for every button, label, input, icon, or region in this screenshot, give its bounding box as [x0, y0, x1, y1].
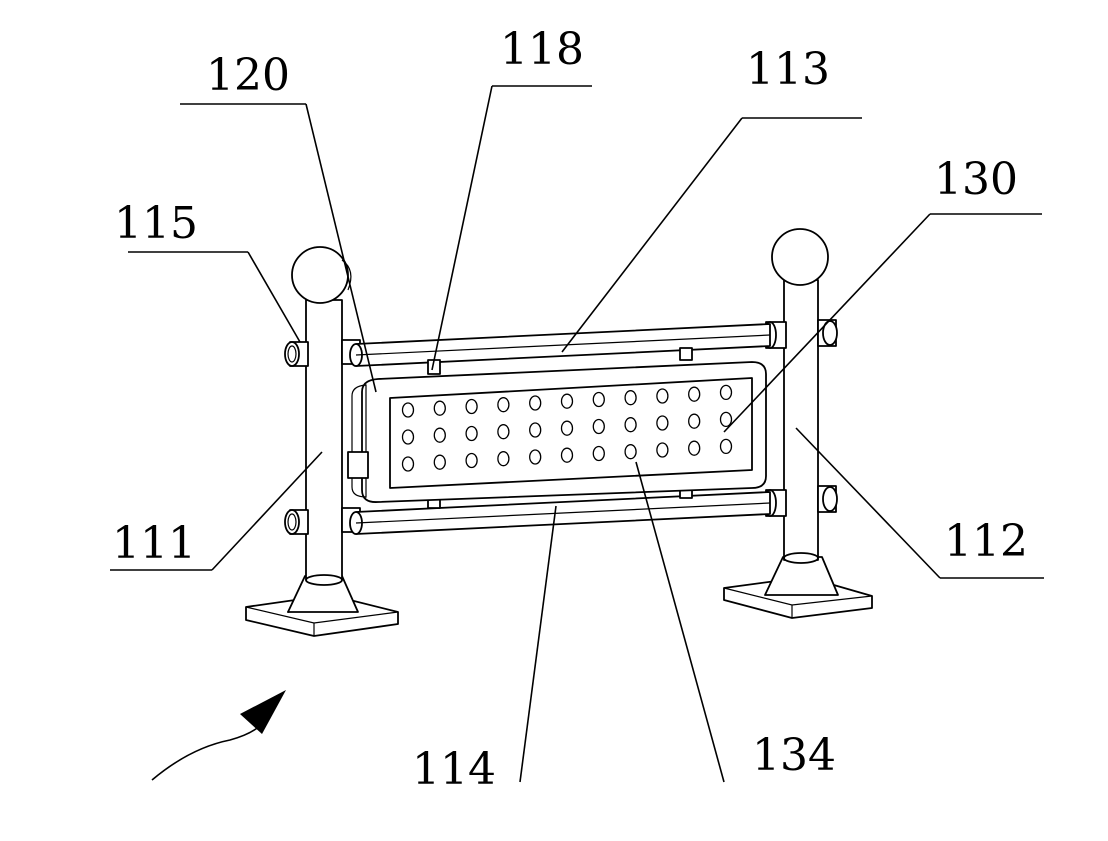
panel-hole — [465, 452, 478, 469]
reference-labels: 120 118 113 115 130 111 112 114 134 — [112, 24, 1028, 795]
panel-hole — [529, 395, 542, 411]
panel-hole — [560, 393, 574, 409]
label-134: 134 — [752, 730, 836, 781]
panel-hole — [433, 400, 446, 416]
label-130: 130 — [934, 154, 1018, 205]
panel-hole — [529, 449, 542, 465]
label-120: 120 — [206, 50, 290, 101]
panel-hole — [719, 438, 733, 455]
panel-hole — [465, 425, 478, 442]
panel-hole — [656, 415, 669, 431]
lower-rail — [349, 485, 771, 535]
left-post — [284, 246, 361, 586]
panel-holes — [401, 384, 733, 472]
panel-hole — [401, 429, 415, 445]
leader-lines — [110, 85, 1044, 783]
panel-hole — [497, 424, 510, 440]
label-115: 115 — [114, 198, 198, 249]
right-base — [723, 556, 873, 619]
panel-hole — [624, 444, 637, 460]
panel-hole — [592, 391, 605, 408]
upper-rail — [349, 323, 771, 375]
panel-hole — [719, 384, 733, 401]
label-112: 112 — [944, 516, 1028, 567]
panel-hole — [688, 440, 701, 456]
panel-hole — [656, 388, 669, 404]
panel-hole — [592, 418, 605, 435]
panel-hole — [688, 413, 701, 429]
panel-hole — [560, 420, 574, 436]
label-114: 114 — [412, 744, 496, 795]
perforated-panel — [389, 377, 753, 489]
panel-hole — [401, 402, 415, 418]
panel-hole — [719, 411, 733, 428]
panel-hole — [465, 398, 478, 415]
panel-hole — [624, 390, 637, 406]
right-post — [763, 228, 838, 564]
panel-hole — [656, 442, 669, 458]
panel-hole — [433, 427, 446, 443]
panel-hole — [529, 422, 542, 438]
panel-hole — [433, 454, 446, 470]
label-113: 113 — [746, 44, 830, 95]
label-111: 111 — [112, 518, 196, 569]
panel-hole — [401, 456, 415, 472]
panel-hole — [497, 451, 510, 467]
panel-hole — [624, 417, 637, 433]
panel-hole — [497, 397, 510, 413]
panel-hole — [560, 447, 574, 463]
label-118: 118 — [500, 24, 584, 75]
panel-hole — [592, 445, 605, 462]
panel-hole — [688, 386, 701, 402]
assembly-arrow — [151, 690, 286, 781]
